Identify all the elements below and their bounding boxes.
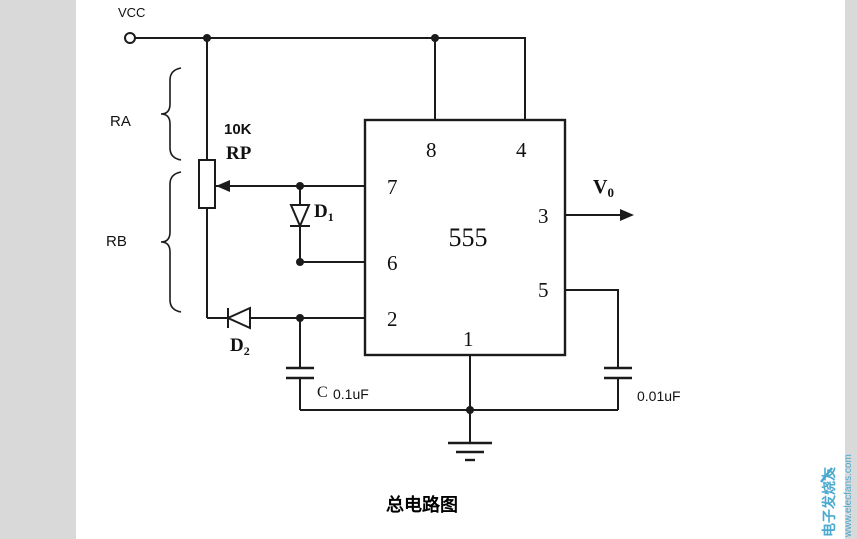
brace-rb xyxy=(160,171,182,313)
junction-dot xyxy=(296,314,304,322)
cap1-name-label: C xyxy=(317,384,328,401)
d2-triangle xyxy=(225,306,251,330)
watermark-logo-mark xyxy=(820,467,833,483)
ic-555-body xyxy=(363,118,567,357)
d1-triangle xyxy=(289,204,311,229)
brace-ra xyxy=(160,67,182,161)
capacitor-c1 xyxy=(286,366,314,380)
ground-symbol xyxy=(448,441,492,462)
right-margin-band xyxy=(845,0,857,539)
labels: VCC RA RB 10K RP D1 D2 8 4 7 6 2 3 5 1 5… xyxy=(106,5,681,404)
watermark: 电子发烧友 www.elecfans.com xyxy=(820,454,854,538)
left-margin-band xyxy=(0,0,76,539)
output-arrowhead xyxy=(620,209,634,221)
wire-vcc-top xyxy=(135,37,526,120)
junction-dot xyxy=(466,406,474,414)
cap1-value-label: 0.1uF xyxy=(333,386,369,402)
junction-dot xyxy=(203,34,211,42)
junction-dot xyxy=(296,258,304,266)
junction-dot xyxy=(296,182,304,190)
pin-7-label: 7 xyxy=(387,175,398,199)
capacitor-c2 xyxy=(604,366,632,380)
ra-label: RA xyxy=(110,113,131,130)
potentiometer-rp xyxy=(198,159,230,209)
pin-1-label: 1 xyxy=(463,327,474,351)
junction-dots xyxy=(203,34,474,414)
pin-2-label: 2 xyxy=(387,307,398,331)
pot-value-label: 10K xyxy=(224,121,252,138)
pot-body xyxy=(198,159,216,209)
wire-pin5 xyxy=(565,289,619,368)
pot-wiper-arrow xyxy=(216,180,230,192)
watermark-site-name: 电子发烧友 xyxy=(821,467,837,537)
pin-6-label: 6 xyxy=(387,251,398,275)
pot-name-label: RP xyxy=(226,143,252,164)
vcc-terminal xyxy=(124,32,136,44)
pin-4-label: 4 xyxy=(516,138,527,162)
rb-label: RB xyxy=(106,233,127,250)
ic-name-label: 555 xyxy=(449,223,488,252)
d1-label: D1 xyxy=(314,201,334,224)
d2-label: D2 xyxy=(230,335,250,358)
vcc-label: VCC xyxy=(118,5,145,20)
pin-5-label: 5 xyxy=(538,278,549,302)
pin-3-label: 3 xyxy=(538,204,549,228)
output-label: V0 xyxy=(593,176,614,200)
diode-d2-symbol xyxy=(225,306,251,330)
junction-dot xyxy=(431,34,439,42)
caption: 总电路图 xyxy=(386,494,458,515)
watermark-site-url: www.elecfans.com xyxy=(843,454,854,538)
diode-d1-symbol xyxy=(289,204,311,229)
resistor-braces xyxy=(160,67,182,313)
pin-8-label: 8 xyxy=(426,138,437,162)
cap2-value-label: 0.01uF xyxy=(637,388,681,404)
